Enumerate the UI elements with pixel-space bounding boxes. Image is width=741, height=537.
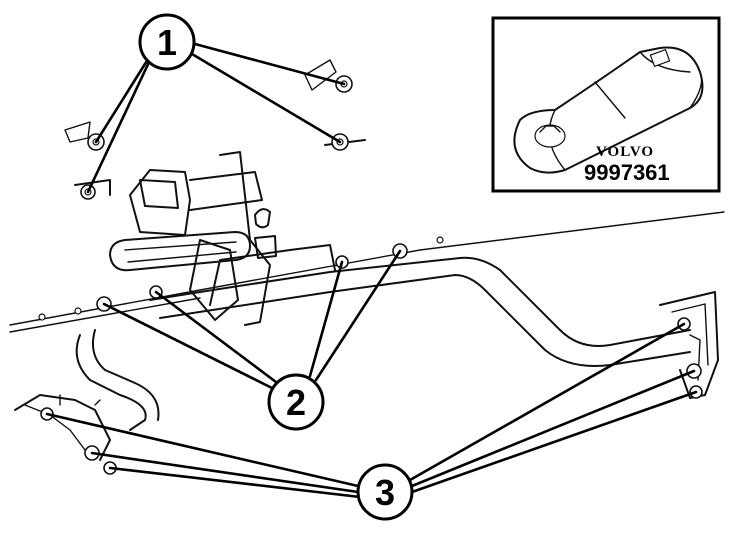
tool-brand-text: VOLVO	[596, 144, 654, 160]
tool-inset: VOLVO 9997361	[491, 16, 721, 193]
nut-1a	[64, 121, 105, 151]
hitch-receiver	[109, 151, 277, 326]
callout-2: 2	[267, 373, 325, 431]
tool-part-number: 9997361	[584, 160, 670, 185]
fasteners-3	[40, 317, 703, 475]
inset-frame	[491, 16, 721, 193]
callout-1: 1	[138, 13, 196, 71]
callout-3: 3	[356, 463, 414, 521]
tool-square-hole	[649, 48, 671, 68]
leader-lines-1	[86, 42, 346, 194]
tool-plate-illustration	[513, 46, 704, 174]
callout-3-label: 3	[375, 472, 395, 513]
callout-1-label: 1	[157, 22, 177, 63]
left-side-bracket	[14, 394, 111, 461]
leader-lines-3	[45, 322, 698, 499]
callout-2-label: 2	[286, 382, 306, 423]
towbar-crossmember	[75, 244, 691, 431]
underbody-outline	[9, 211, 725, 333]
leader-lines-2	[102, 249, 402, 390]
tool-round-hole	[534, 124, 566, 148]
